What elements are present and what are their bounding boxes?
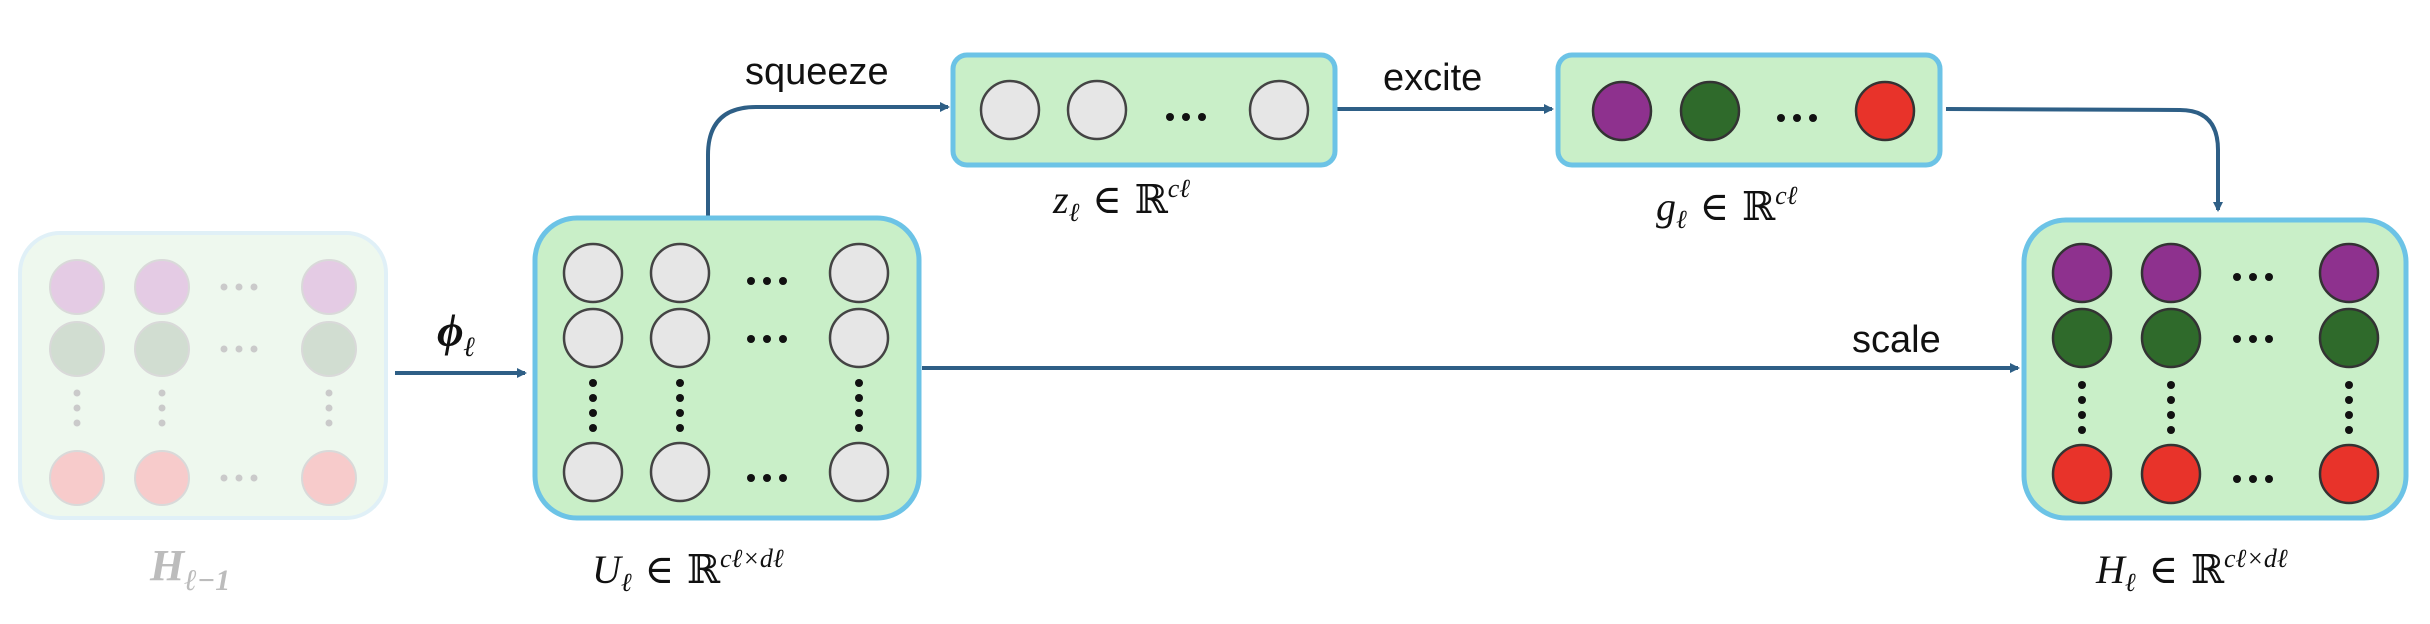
u-superscript: cℓ×dℓ (720, 544, 784, 573)
g-superscript: cℓ (1775, 181, 1798, 210)
h-prev-subscript: ℓ−1 (184, 564, 230, 597)
node (134, 259, 190, 315)
u-label: Uℓ ∈ ℝcℓ×dℓ (592, 544, 784, 597)
h-symbol: H (2095, 547, 2127, 592)
node (649, 441, 711, 503)
u-node-grid (562, 242, 890, 503)
g-nodes (1591, 80, 1916, 142)
node (301, 259, 357, 315)
h-block (2021, 217, 2409, 521)
excite-label: excite (1383, 57, 1482, 99)
input-block-faded (18, 231, 388, 520)
h-subscript: ℓ (2125, 568, 2136, 597)
phi-symbol: ϕ (437, 305, 464, 356)
node (2318, 242, 2380, 304)
node (134, 321, 190, 377)
z-symbol: z (1052, 177, 1069, 222)
scale-label: scale (1852, 319, 1941, 361)
g-symbol: g (1656, 184, 1676, 229)
node (828, 242, 890, 304)
h-label: Hℓ ∈ ℝcℓ×dℓ (2095, 544, 2288, 597)
node (49, 259, 105, 315)
z-label: zℓ ∈ ℝcℓ (1052, 174, 1190, 227)
u-block (532, 215, 922, 521)
faded-dots (73, 283, 333, 482)
g-dots (1777, 114, 1817, 122)
connectors (395, 102, 2223, 378)
node (49, 450, 105, 506)
z-superscript: cℓ (1168, 174, 1191, 203)
squeeze-label: squeeze (745, 51, 889, 93)
u-relation: ∈ ℝ (632, 547, 721, 593)
node (562, 242, 624, 304)
g-block (1555, 52, 1943, 168)
h-dots (2078, 273, 2353, 483)
node (828, 307, 890, 369)
h-prev-symbol: H (149, 541, 186, 590)
node (2140, 307, 2202, 369)
g-subscript: ℓ (1676, 205, 1687, 234)
z-dots (1166, 113, 1206, 121)
h-node-grid (2051, 242, 2380, 505)
node (562, 307, 624, 369)
g-label: gℓ ∈ ℝcℓ (1656, 181, 1798, 234)
z-relation: ∈ ℝ (1079, 177, 1168, 223)
phi-subscript: ℓ (463, 332, 476, 363)
g-relation: ∈ ℝ (1687, 184, 1776, 230)
node (301, 450, 357, 506)
node (2318, 443, 2380, 505)
node (134, 450, 190, 506)
h-relation: ∈ ℝ (2136, 547, 2225, 593)
u-symbol: U (592, 547, 624, 592)
node (2140, 242, 2202, 304)
node (2318, 307, 2380, 369)
z-block (950, 52, 1338, 168)
node (828, 441, 890, 503)
u-dots (589, 277, 863, 482)
z-subscript: ℓ (1069, 198, 1080, 227)
node (649, 307, 711, 369)
h-superscript: cℓ×dℓ (2224, 544, 2288, 573)
node (301, 321, 357, 377)
squeeze-arrow (706, 102, 950, 218)
node (49, 321, 105, 377)
u-subscript: ℓ (621, 568, 632, 597)
h-prev-label: Hℓ−1 (149, 541, 230, 597)
node (2051, 307, 2113, 369)
node (562, 441, 624, 503)
node (2140, 443, 2202, 505)
node (649, 242, 711, 304)
node (2051, 242, 2113, 304)
node (2051, 443, 2113, 505)
z-nodes (979, 79, 1310, 141)
faded-node-grid (49, 259, 357, 506)
feed-arrow (1945, 107, 2223, 212)
phi-label: ϕℓ (437, 305, 476, 363)
